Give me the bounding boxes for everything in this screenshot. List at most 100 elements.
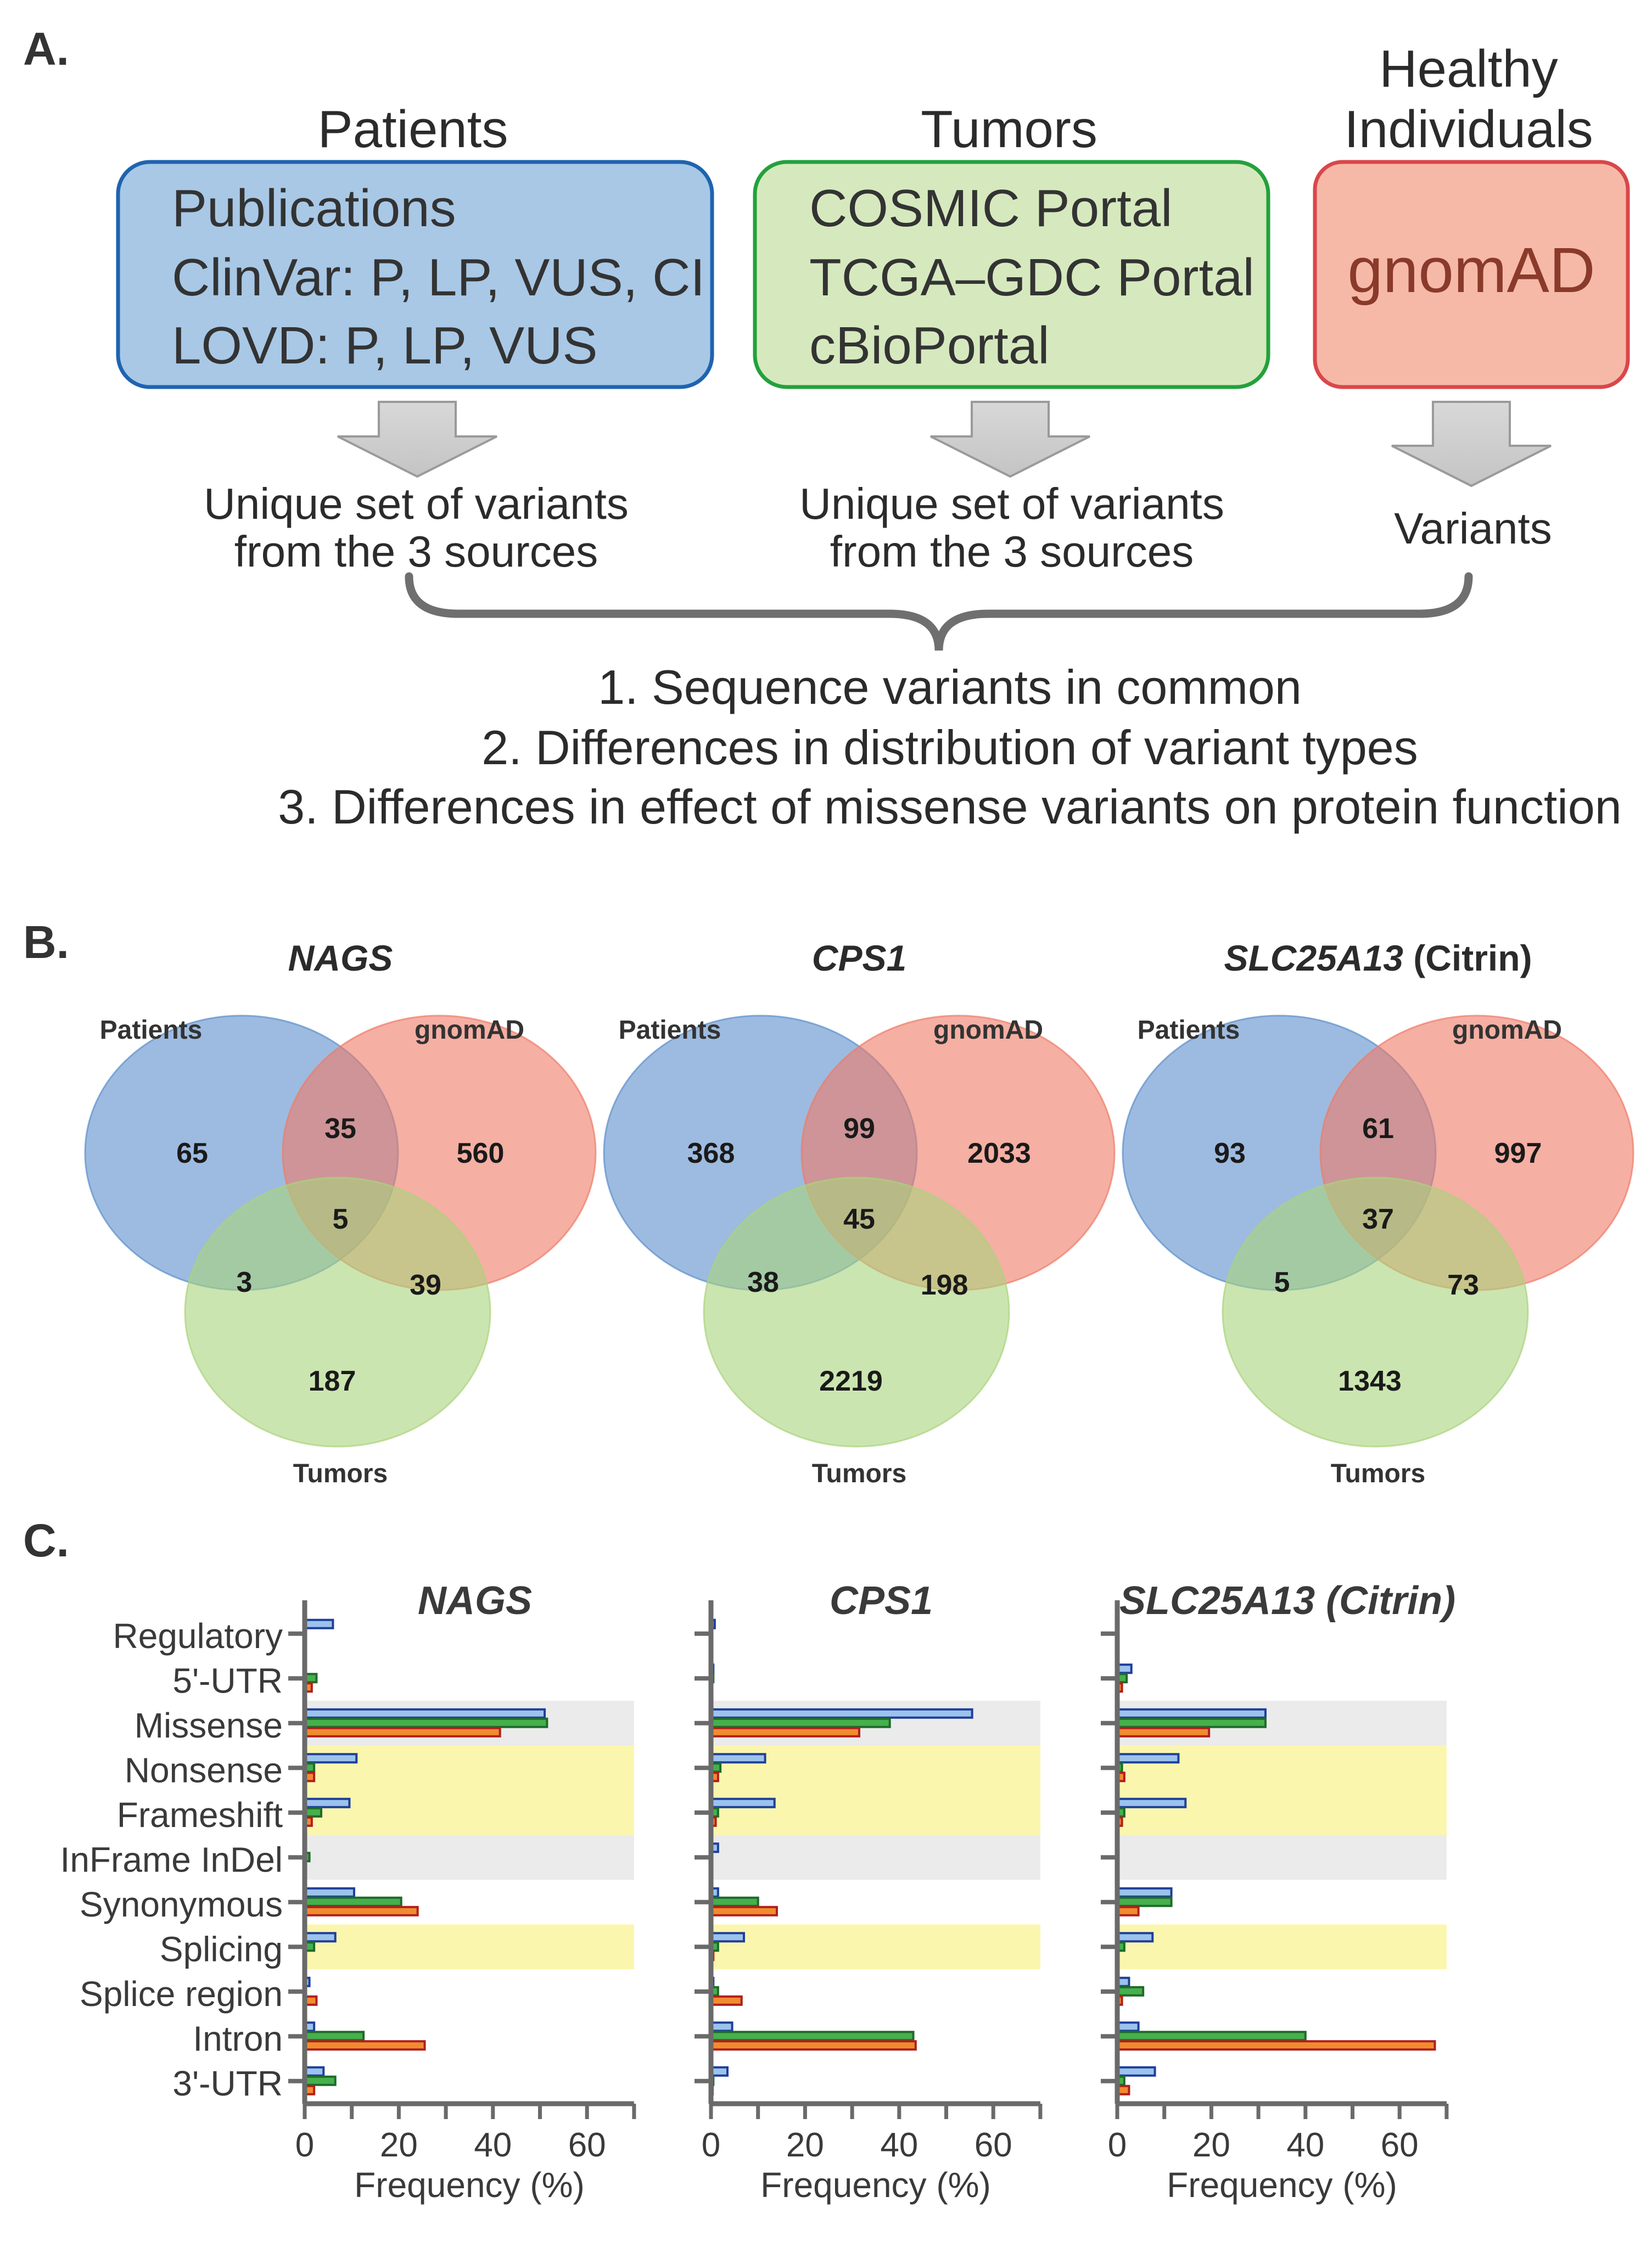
patients-source-line: Publications bbox=[172, 179, 456, 238]
category-label: Frameshift bbox=[117, 1795, 283, 1835]
x-tick-label: 60 bbox=[975, 2126, 1012, 2164]
venn-gene-name: CPS1 bbox=[812, 938, 906, 978]
category-label: Regulatory bbox=[113, 1616, 283, 1656]
bar bbox=[710, 1906, 778, 1917]
bar bbox=[304, 2040, 426, 2051]
venn-count-gt: 198 bbox=[921, 1269, 968, 1301]
x-tick-label: 0 bbox=[295, 2126, 314, 2164]
bar bbox=[304, 2031, 365, 2042]
highlight-band bbox=[711, 1924, 1040, 1969]
venn-count-g-only: 997 bbox=[1494, 1137, 1542, 1169]
x-tick-label: 40 bbox=[1286, 2126, 1324, 2164]
highlight-band bbox=[305, 1924, 634, 1969]
bar bbox=[1116, 1753, 1180, 1764]
bar bbox=[710, 1753, 766, 1764]
bar bbox=[304, 2075, 337, 2086]
analysis-item: 2. Differences in distribution of varian… bbox=[481, 720, 1418, 775]
healthy-sources-box bbox=[1313, 160, 1630, 389]
x-tick-label: 20 bbox=[786, 2126, 824, 2164]
bar bbox=[710, 1896, 759, 1907]
bar bbox=[304, 1618, 334, 1629]
panel-a-label: A. bbox=[23, 23, 69, 75]
patients-sources-box bbox=[116, 160, 714, 389]
venn-gene-name: NAGS bbox=[288, 938, 393, 978]
bar bbox=[304, 1906, 419, 1917]
x-tick-label: 0 bbox=[1108, 2126, 1127, 2164]
venn-count-t-only: 187 bbox=[309, 1365, 356, 1397]
tumors-group-title: Tumors bbox=[921, 100, 1097, 159]
bar bbox=[1116, 2021, 1140, 2032]
venn-label-patients: Patients bbox=[100, 1016, 203, 1045]
venn-label-patients: Patients bbox=[1138, 1016, 1240, 1045]
venn-title: NAGS bbox=[288, 938, 393, 978]
category-label: 3'-UTR bbox=[172, 2064, 283, 2103]
bar bbox=[304, 1797, 351, 1808]
patients-source-line: ClinVar: P, LP, VUS, CI bbox=[172, 248, 705, 307]
bar bbox=[710, 2021, 733, 2032]
category-label: Splice region bbox=[80, 1974, 283, 2014]
category-label: 5'-UTR bbox=[172, 1661, 283, 1700]
bar bbox=[304, 1887, 355, 1898]
x-tick-label: 40 bbox=[474, 2126, 512, 2164]
bar bbox=[1116, 1708, 1267, 1719]
bar bbox=[1116, 1932, 1154, 1943]
patients-output-label: Unique set of variants bbox=[204, 479, 629, 528]
tumors-sources-box bbox=[753, 160, 1270, 389]
bar bbox=[1116, 1896, 1173, 1907]
category-label: InFrame InDel bbox=[60, 1840, 283, 1879]
grouping-brace bbox=[405, 572, 1473, 651]
analysis-item: 1. Sequence variants in common bbox=[598, 660, 1302, 714]
venn-label-gnomad: gnomAD bbox=[1452, 1016, 1562, 1045]
bar bbox=[710, 2031, 915, 2042]
venn-title: CPS1 bbox=[812, 938, 906, 978]
bar bbox=[304, 1727, 501, 1738]
bar bbox=[710, 1727, 860, 1738]
healthy-output-label: Variants bbox=[1394, 504, 1552, 553]
panel-c-label: C. bbox=[23, 1515, 69, 1566]
highlight-band bbox=[1117, 1835, 1447, 1880]
category-label: Splicing bbox=[160, 1929, 283, 1969]
bar bbox=[304, 1753, 358, 1764]
bar bbox=[1116, 1727, 1211, 1738]
x-tick-label: 60 bbox=[1381, 2126, 1419, 2164]
venn-label-gnomad: gnomAD bbox=[415, 1016, 524, 1045]
healthy-source-line: gnomAD bbox=[1347, 234, 1595, 306]
venn-count-g-only: 560 bbox=[457, 1137, 505, 1169]
tumors-source-line: cBioPortal bbox=[809, 316, 1050, 375]
bar-chart: NAGS Regulatory 5'-UTR MissenseNonsenseFram… bbox=[60, 1579, 636, 2205]
venn-count-pgt: 37 bbox=[1362, 1203, 1394, 1235]
x-tick-label: 0 bbox=[702, 2126, 720, 2164]
bar bbox=[304, 1717, 548, 1728]
panel-c: C. NAGS Regulatory 5'-UTR MissenseNonsenseF… bbox=[23, 1515, 1455, 2205]
highlight-band bbox=[1117, 1924, 1447, 1969]
venn-count-gt: 73 bbox=[1447, 1269, 1479, 1301]
category-label: Nonsense bbox=[125, 1750, 283, 1790]
venn-title: SLC25A13 (Citrin) bbox=[1224, 938, 1532, 978]
venn-count-pg: 61 bbox=[1362, 1113, 1394, 1145]
x-tick-label: 20 bbox=[1192, 2126, 1230, 2164]
highlight-band bbox=[711, 1835, 1040, 1880]
highlight-band bbox=[305, 1745, 634, 1835]
bar bbox=[710, 1717, 891, 1728]
healthy-group-title: Individuals bbox=[1344, 100, 1593, 159]
chart-title: NAGS bbox=[418, 1579, 532, 1623]
x-tick-label: 40 bbox=[880, 2126, 918, 2164]
highlight-band bbox=[305, 1835, 634, 1880]
venn-count-t-only: 2219 bbox=[819, 1365, 883, 1397]
bar bbox=[304, 1932, 337, 1943]
patients-output-label: from the 3 sources bbox=[234, 527, 598, 576]
venn-count-p-only: 93 bbox=[1214, 1137, 1246, 1169]
x-axis-title: Frequency (%) bbox=[1167, 2165, 1397, 2205]
healthy-group-title: Healthy bbox=[1379, 40, 1558, 98]
venn-count-pgt: 45 bbox=[843, 1203, 875, 1235]
category-label: Missense bbox=[135, 1706, 283, 1745]
bar bbox=[1116, 1906, 1140, 1917]
bar bbox=[1116, 1887, 1173, 1898]
venn-count-pg: 35 bbox=[324, 1113, 356, 1145]
x-axis-title: Frequency (%) bbox=[354, 2165, 585, 2205]
